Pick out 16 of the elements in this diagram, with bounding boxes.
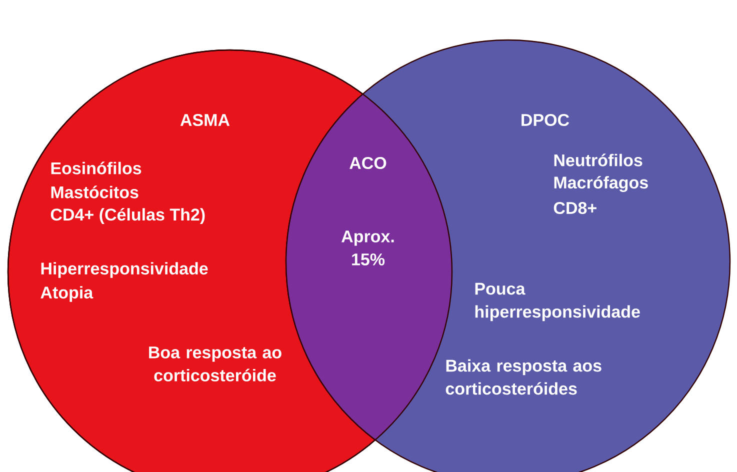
list-item: CD8+ <box>554 202 596 214</box>
circle-heading: ASMA <box>180 114 230 126</box>
list-item: Macrófagos <box>554 176 648 192</box>
list-item: CD4+ (Células Th2) <box>50 208 205 224</box>
note-text: Boa resposta ao corticosteróide <box>149 346 282 382</box>
venn-circle <box>285 39 731 472</box>
list-item: Hiperresponsividade <box>41 262 208 278</box>
list-item: Eosinófilos <box>51 162 142 174</box>
circle-heading: DPOC <box>522 114 570 126</box>
region-heading: ACO <box>350 156 386 170</box>
note-text: Pouca hiperresponsividade <box>475 282 640 322</box>
list-item: Atopia <box>40 286 94 302</box>
note-text: Aprox. 15% <box>342 230 394 266</box>
list-item: Mastócitos <box>51 186 138 198</box>
list-item: Neutrófilos <box>554 154 642 166</box>
note-text: Baixa resposta aos corticosteróides <box>446 359 602 395</box>
